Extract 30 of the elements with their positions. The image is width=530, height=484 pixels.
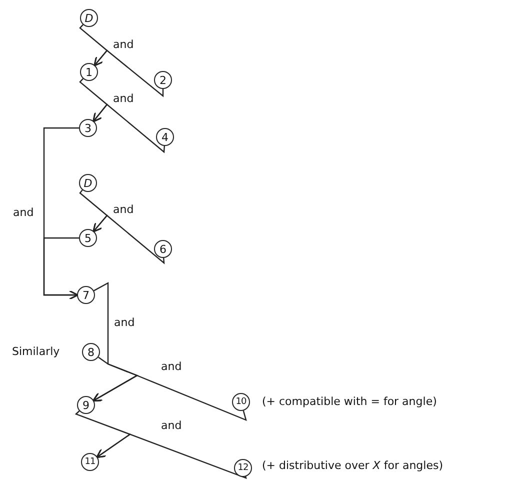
edge-label: and xyxy=(112,203,135,216)
edge-label: and xyxy=(12,206,35,220)
side-note: (+ compatible with = for angle) xyxy=(262,395,437,408)
circled-number: D xyxy=(80,9,98,27)
circled-number: 11 xyxy=(81,453,99,471)
circled-number: 2 xyxy=(154,71,172,89)
edge-label: and xyxy=(113,316,136,330)
circled-number: 4 xyxy=(156,128,174,146)
connector-arrow xyxy=(92,214,165,264)
connector-arrow xyxy=(94,50,164,98)
circled-number: D xyxy=(79,174,97,192)
circled-number: 7 xyxy=(77,286,95,304)
side-note: (+ distributive over X for angles) xyxy=(262,459,444,472)
edge-label: and xyxy=(160,419,183,432)
circled-number: 6 xyxy=(154,240,172,258)
connector-arrow xyxy=(92,104,165,154)
side-note: Similarly xyxy=(12,345,60,358)
edge-label: and xyxy=(112,38,135,52)
edge-label: and xyxy=(160,360,183,374)
circled-number: 3 xyxy=(79,119,97,137)
connector-arrow xyxy=(96,434,247,479)
edge-label: and xyxy=(112,92,135,106)
connector-arrow xyxy=(43,237,79,300)
circled-number: 5 xyxy=(79,229,97,247)
circled-number: 12 xyxy=(234,459,252,477)
connector-arrow xyxy=(92,374,247,422)
circled-number: 10 xyxy=(232,393,250,411)
circled-number: 1 xyxy=(80,63,98,81)
circled-number: 9 xyxy=(77,396,95,414)
circled-number: 8 xyxy=(82,343,100,361)
